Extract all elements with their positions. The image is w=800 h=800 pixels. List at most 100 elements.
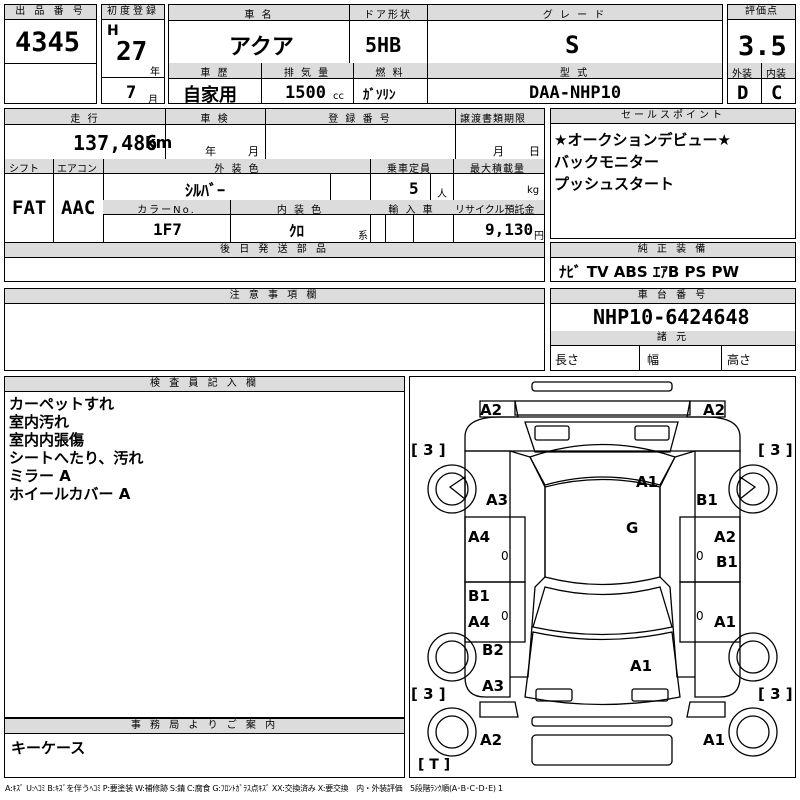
int-label: 内装 xyxy=(766,69,786,80)
displacement-label: 排 気 量 xyxy=(283,68,331,79)
inspector-note-5: ミラー A xyxy=(9,467,71,485)
car-info-box: 車 名 ドア形状 グ レ ー ド アクア 5HB S 車 歴 排 気 量 燃 料… xyxy=(168,4,723,106)
grade-label: グ レ ー ド xyxy=(542,10,607,21)
lot-box: 出 品 番 号 4345 xyxy=(4,4,97,104)
mark-rear-left: A3 xyxy=(482,677,505,695)
tire-front-right: [ 3 ] xyxy=(758,441,793,459)
import-label: 輸 入 車 xyxy=(388,205,435,216)
notes-label: 注 意 事 項 欄 xyxy=(5,289,544,304)
selling-point-3: プッシュスタート xyxy=(554,175,675,193)
first-reg-label: 初度登録 xyxy=(102,5,164,20)
year-unit: 年 xyxy=(150,67,160,78)
grade: S xyxy=(565,31,580,59)
length-label: 長さ xyxy=(555,353,580,367)
color-no: 1F7 xyxy=(153,220,182,239)
later-parts-box: 後 日 発 送 部 品 xyxy=(4,242,545,282)
inspector-label: 検 査 員 記 入 欄 xyxy=(5,377,404,392)
shift: FAT xyxy=(12,197,47,219)
mark-zero-right: 0 xyxy=(696,549,704,563)
mark-roof: A1 xyxy=(636,473,659,491)
lot-label: 出 品 番 号 xyxy=(5,5,96,20)
overall-score: 3.5 xyxy=(738,31,787,62)
ac: AAC xyxy=(61,197,96,219)
ext-color-label: 外 装 色 xyxy=(214,164,261,175)
selling-point-2: バックモニター xyxy=(554,153,660,171)
recycle-unit: 円 xyxy=(534,231,544,242)
fuel: ｶﾞｿﾘﾝ xyxy=(363,88,396,103)
mileage-unit: km xyxy=(145,133,173,152)
reg-no-label: 登 録 番 号 xyxy=(328,114,392,125)
mileage-label: 走 行 xyxy=(70,114,100,125)
car-outline-diagram xyxy=(427,381,778,766)
int-score: C xyxy=(771,82,783,104)
damage-diagram: A2 A2 [ 3 ] [ 3 ] A1 A3 B1 G A4 A2 B1 0 … xyxy=(409,376,796,778)
mark-rear-left-door: B1 xyxy=(468,587,490,605)
transfer-day-unit: 日 xyxy=(529,145,540,158)
mark-rear-left-door-2: A4 xyxy=(468,613,491,631)
recycle-fee: 9,130 xyxy=(485,220,534,239)
mark-front-left: A2 xyxy=(480,401,503,419)
color-no-label: カラーNo. xyxy=(137,205,196,216)
tire-rear-right: [ 3 ] xyxy=(758,685,793,703)
shift-label: シフト xyxy=(9,164,39,175)
score-box: 評価点 3.5 外装 内装 D C xyxy=(727,4,796,104)
chassis-box: 車 台 番 号 NHP10-6424648 諸 元 長さ 幅 高さ xyxy=(550,288,796,371)
inspection-year-unit: 年 xyxy=(205,145,216,158)
lot-number: 4345 xyxy=(15,27,81,58)
int-color-label: 内 装 色 xyxy=(276,205,324,216)
displacement-unit: cc xyxy=(333,91,344,102)
history-label: 車 歴 xyxy=(200,68,230,79)
mark-rear-bumper-right: A1 xyxy=(703,731,726,749)
history: 自家用 xyxy=(183,85,237,106)
ext-score: D xyxy=(737,82,749,104)
mark-glass: G xyxy=(626,519,639,537)
genuine-box: 純 正 装 備 ﾅﾋﾞ TV ABS ｴｱB PS PW xyxy=(550,242,796,282)
mark-front-right-door: B1 xyxy=(696,491,718,509)
selling-points-label: セールスポイント xyxy=(551,109,795,124)
mark-rear-left-quarter: B2 xyxy=(482,641,504,659)
model-label: 型 式 xyxy=(559,68,590,79)
displacement: 1500 xyxy=(285,83,326,103)
int-color-unit: 系 xyxy=(358,231,368,242)
fuel-label: 燃 料 xyxy=(375,68,405,79)
office-text: キーケース xyxy=(11,739,86,757)
capacity-label: 乗車定員 xyxy=(387,164,431,175)
capacity-unit: 人 xyxy=(437,189,447,200)
inspector-box: 検 査 員 記 入 欄 カーペットすれ 室内汚れ 室内内張傷 シートへたり、汚れ… xyxy=(4,376,405,718)
notes-box: 注 意 事 項 欄 xyxy=(4,288,545,371)
recycle-label: リサイクル預託金 xyxy=(455,205,535,216)
tire-rear-left: [ 3 ] xyxy=(411,685,446,703)
later-parts-label: 後 日 発 送 部 品 xyxy=(5,243,544,258)
genuine-items: ﾅﾋﾞ TV ABS ｴｱB PS PW xyxy=(559,263,740,281)
mark-trunk: A1 xyxy=(630,657,653,675)
inspector-note-6: ホイールカバー A xyxy=(9,485,131,503)
mark-right-door: A2 xyxy=(714,528,737,546)
chassis-label: 車 台 番 号 xyxy=(551,289,795,304)
mark-right-door-2: B1 xyxy=(716,553,738,571)
inspector-note-1: カーペットすれ xyxy=(9,395,115,413)
genuine-label: 純 正 装 備 xyxy=(551,243,795,258)
details-box: 走 行 車 検 登 録 番 号 譲渡書類期限 137,486 km 年 月 月 … xyxy=(4,108,545,243)
mark-front-right: A2 xyxy=(703,401,726,419)
inspector-note-2: 室内汚れ xyxy=(9,413,70,431)
width-label: 幅 xyxy=(647,353,660,367)
month-unit: 月 xyxy=(148,95,158,106)
inspection-month-unit: 月 xyxy=(248,145,259,158)
ext-color: ｼﾙﾊﾞｰ xyxy=(185,181,226,200)
mark-left-door: A4 xyxy=(468,528,491,546)
era: H xyxy=(107,23,119,39)
car-name: アクア xyxy=(229,35,294,60)
transfer-label: 譲渡書類期限 xyxy=(460,114,526,125)
mark-rear-bumper-left: A2 xyxy=(480,731,503,749)
legend: A:ｷｽﾞ U:ﾍｺﾐ B:ｷｽﾞを伴うﾍｺﾐ P:要塗装 W:補修跡 S:錆 … xyxy=(5,784,503,793)
office-label: 事 務 局 よ り ご 案 内 xyxy=(5,719,404,734)
chassis-number: NHP10-6424648 xyxy=(593,305,750,329)
specs-label: 諸 元 xyxy=(551,331,795,346)
mark-zero-right-2: 0 xyxy=(696,609,704,623)
mark-zero-left: 0 xyxy=(501,549,509,563)
model: DAA-NHP10 xyxy=(529,83,622,103)
inspector-note-4: シートへたり、汚れ xyxy=(9,449,144,467)
reg-year: 27 xyxy=(116,37,148,67)
mileage: 137,486 xyxy=(73,131,158,155)
first-reg-box: 初度登録 H 27 年 7 月 xyxy=(101,4,165,106)
